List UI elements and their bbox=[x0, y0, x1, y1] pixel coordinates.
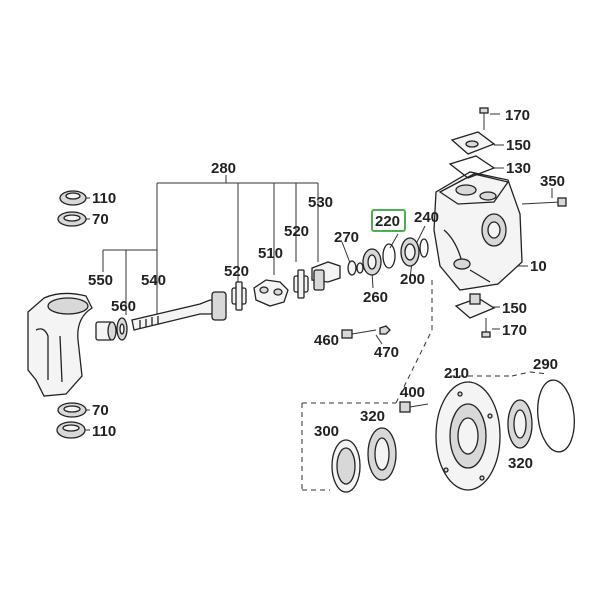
cover-150-top bbox=[450, 131, 496, 155]
seal-300 bbox=[331, 439, 361, 493]
label-560: 560 bbox=[111, 298, 136, 315]
label-510: 510 bbox=[258, 245, 283, 262]
label-530: 530 bbox=[308, 194, 333, 211]
knuckle-body-left bbox=[27, 292, 93, 397]
washer-270 bbox=[347, 260, 364, 276]
label-170-top: 170 bbox=[505, 107, 530, 124]
oring-220 bbox=[382, 243, 396, 269]
label-170-bottom: 170 bbox=[502, 322, 527, 339]
bolt-400 bbox=[399, 401, 429, 413]
label-540: 540 bbox=[141, 272, 166, 289]
label-270: 270 bbox=[334, 229, 359, 246]
nut-470 bbox=[379, 325, 391, 335]
label-280: 280 bbox=[211, 160, 236, 177]
label-110-top: 110 bbox=[92, 190, 116, 207]
bolt-170-top bbox=[479, 107, 489, 130]
label-520-lower: 520 bbox=[224, 263, 249, 280]
bearing-320-left bbox=[367, 427, 397, 481]
label-220: 220 bbox=[375, 213, 400, 230]
label-300: 300 bbox=[314, 423, 339, 440]
bearing-110-top bbox=[59, 190, 87, 206]
label-520-upper: 520 bbox=[284, 223, 309, 240]
label-200: 200 bbox=[400, 271, 425, 288]
snap-ring-240 bbox=[419, 238, 429, 258]
label-320-left: 320 bbox=[360, 408, 385, 425]
hub-flange-210 bbox=[435, 381, 501, 491]
cross-joint-520-left bbox=[231, 281, 247, 311]
bearing-110-bottom bbox=[56, 421, 86, 439]
label-210: 210 bbox=[444, 365, 469, 382]
center-yoke-510 bbox=[253, 279, 289, 307]
label-460: 460 bbox=[314, 332, 339, 349]
label-130: 130 bbox=[506, 160, 531, 177]
label-470: 470 bbox=[374, 344, 399, 361]
label-150-bottom: 150 bbox=[502, 300, 527, 317]
label-400: 400 bbox=[400, 384, 425, 401]
seal-70-top bbox=[57, 211, 87, 227]
label-10: 10 bbox=[530, 258, 547, 275]
label-290: 290 bbox=[533, 356, 558, 373]
seal-70-bottom bbox=[57, 402, 87, 418]
cross-joint-520-right bbox=[293, 269, 309, 299]
highlight-box-220 bbox=[371, 209, 406, 232]
label-110-bottom: 110 bbox=[92, 423, 116, 440]
bushing-550 bbox=[95, 321, 117, 341]
label-320-right: 320 bbox=[508, 455, 533, 472]
seal-560 bbox=[116, 317, 128, 341]
axle-shaft-540 bbox=[131, 291, 227, 331]
label-240: 240 bbox=[414, 209, 439, 226]
cover-150-bottom bbox=[454, 293, 496, 319]
label-70-bottom: 70 bbox=[92, 402, 109, 419]
callout-labels: 280 530 510 520 520 550 560 540 270 220 … bbox=[88, 107, 565, 472]
label-550: 550 bbox=[88, 272, 113, 289]
bolt-460 bbox=[341, 329, 377, 339]
bearing-200 bbox=[400, 237, 420, 267]
label-70-top: 70 bbox=[92, 211, 109, 228]
seal-260 bbox=[362, 248, 382, 276]
gasket-130 bbox=[448, 155, 496, 179]
bolt-350 bbox=[521, 197, 567, 207]
gear-case-housing-10 bbox=[433, 171, 523, 291]
bearing-320-right bbox=[507, 399, 533, 449]
label-260: 260 bbox=[363, 289, 388, 306]
label-350: 350 bbox=[540, 173, 565, 190]
yoke-530 bbox=[311, 261, 341, 291]
gasket-290 bbox=[537, 379, 575, 453]
label-150-top: 150 bbox=[506, 137, 531, 154]
bolt-170-bottom bbox=[481, 318, 491, 338]
